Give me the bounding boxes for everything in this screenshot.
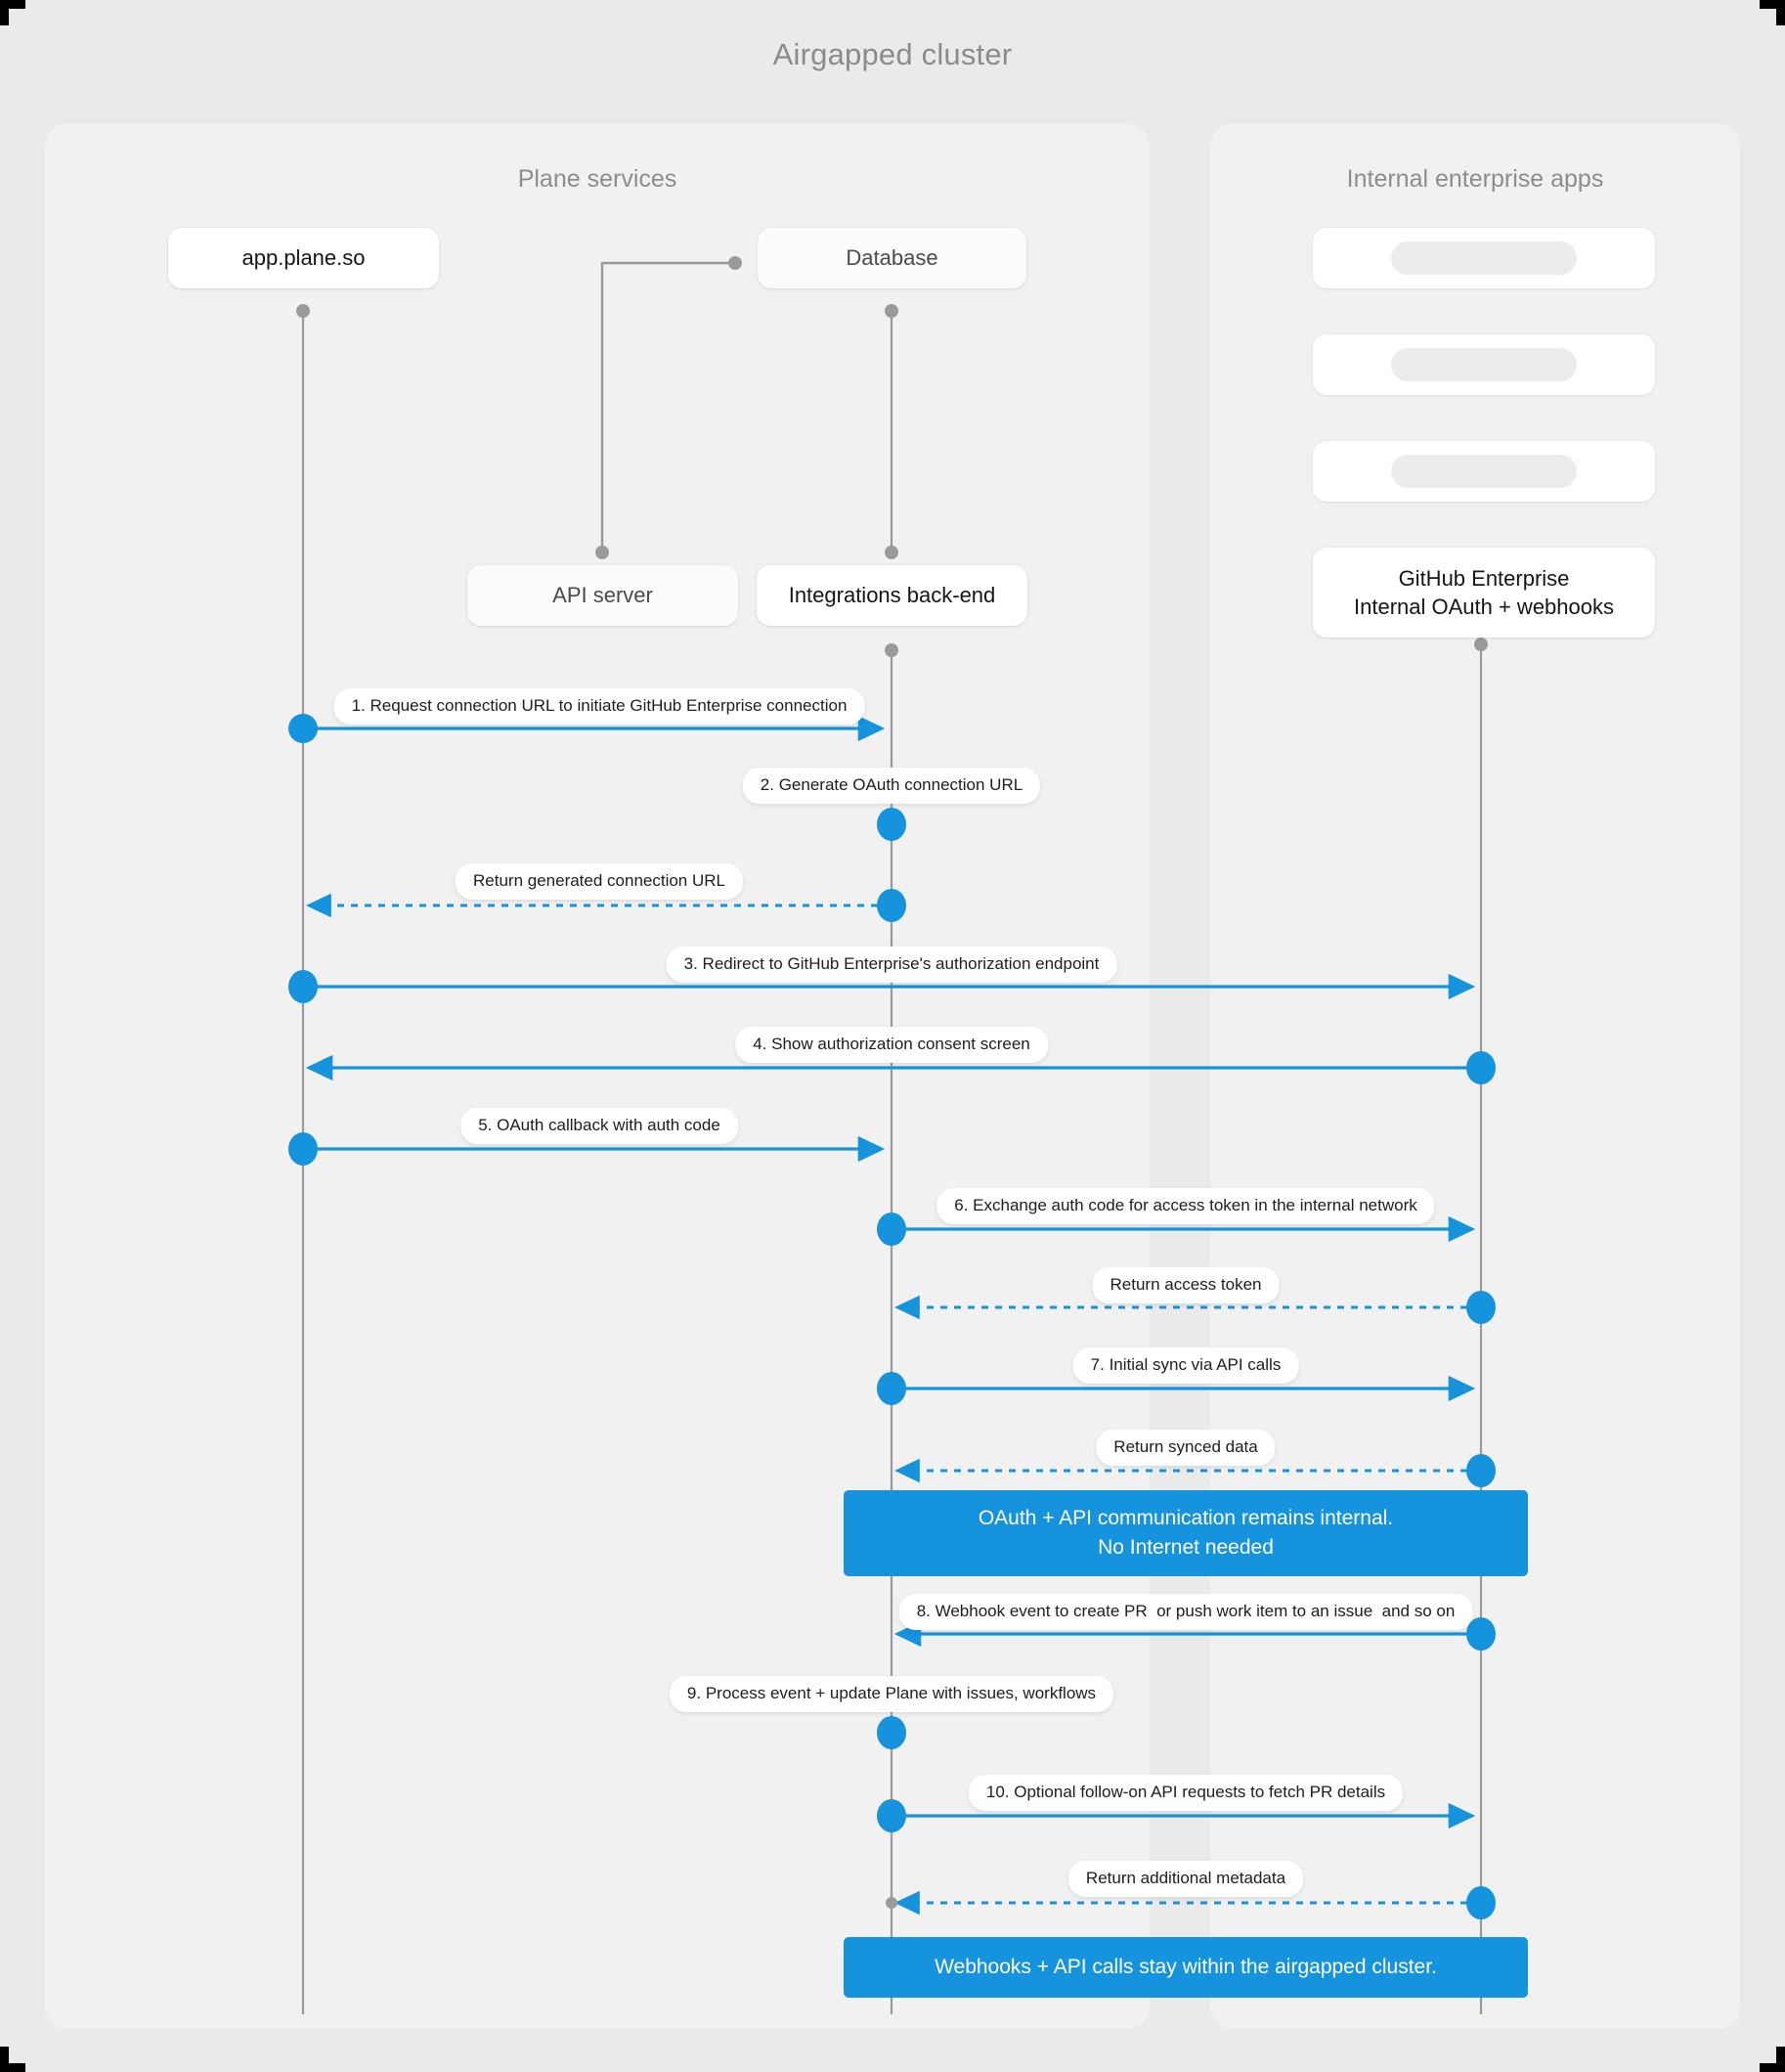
node-github-enterprise[interactable]: GitHub Enterprise Internal OAuth + webho… — [1313, 548, 1655, 638]
panel-title-internal-enterprise-apps: Internal enterprise apps — [1346, 165, 1604, 193]
diagram-title: Airgapped cluster — [772, 37, 1013, 71]
node-label: Integrations back-end — [788, 583, 996, 608]
placeholder-app-slot-3 — [1313, 441, 1655, 502]
crop-mark-bottom-right — [1760, 2047, 1785, 2072]
panel-title-plane-services: Plane services — [517, 165, 677, 193]
note-line-1: Webhooks + API calls stay within the air… — [935, 1956, 1437, 1978]
node-app-plane-so[interactable]: app.plane.so — [168, 228, 439, 288]
message-label-12: 9. Process event + update Plane with iss… — [669, 1676, 1114, 1712]
placeholder-bar — [1391, 242, 1577, 275]
message-label-3: Return generated connection URL — [456, 863, 743, 900]
message-label-9: 7. Initial sync via API calls — [1072, 1347, 1299, 1384]
message-label-10: Return synced data — [1096, 1430, 1276, 1466]
message-label-8: Return access token — [1092, 1267, 1280, 1303]
note-oauth-internal: OAuth + API communication remains intern… — [844, 1490, 1528, 1576]
message-label-4: 3. Redirect to GitHub Enterprise's autho… — [666, 947, 1117, 983]
node-label: GitHub Enterprise Internal OAuth + webho… — [1354, 565, 1614, 619]
note-line-1: OAuth + API communication remains intern… — [978, 1507, 1394, 1529]
message-label-5: 4. Show authorization consent screen — [735, 1027, 1048, 1063]
note-airgapped-cluster: Webhooks + API calls stay within the air… — [844, 1937, 1528, 1998]
note-line-2: No Internet needed — [1098, 1535, 1274, 1559]
node-label: app.plane.so — [241, 245, 366, 271]
crop-mark-top-right — [1760, 0, 1785, 25]
node-integrations-backend[interactable]: Integrations back-end — [757, 565, 1027, 626]
message-label-11: 8. Webhook event to create PR or push wo… — [898, 1594, 1473, 1630]
node-database[interactable]: Database — [758, 228, 1026, 288]
placeholder-bar — [1391, 455, 1577, 488]
panel-internal-enterprise-apps: Internal enterprise apps — [1210, 124, 1740, 2029]
placeholder-app-slot-2 — [1313, 334, 1655, 395]
crop-mark-top-left — [0, 0, 25, 25]
message-label-1: 1. Request connection URL to initiate Gi… — [333, 688, 865, 725]
panel-plane-services: Plane services — [45, 124, 1150, 2029]
message-label-14: Return additional metadata — [1067, 1861, 1304, 1897]
message-label-7: 6. Exchange auth code for access token i… — [936, 1188, 1435, 1224]
node-label: Database — [846, 245, 938, 271]
crop-mark-bottom-left — [0, 2047, 25, 2072]
message-label-6: 5. OAuth callback with auth code — [460, 1108, 738, 1144]
message-label-13: 10. Optional follow-on API requests to f… — [968, 1775, 1404, 1811]
node-label: API server — [552, 583, 653, 608]
placeholder-app-slot-1 — [1313, 228, 1655, 288]
message-label-2: 2. Generate OAuth connection URL — [742, 768, 1041, 804]
node-api-server[interactable]: API server — [467, 565, 738, 626]
placeholder-bar — [1391, 348, 1577, 381]
